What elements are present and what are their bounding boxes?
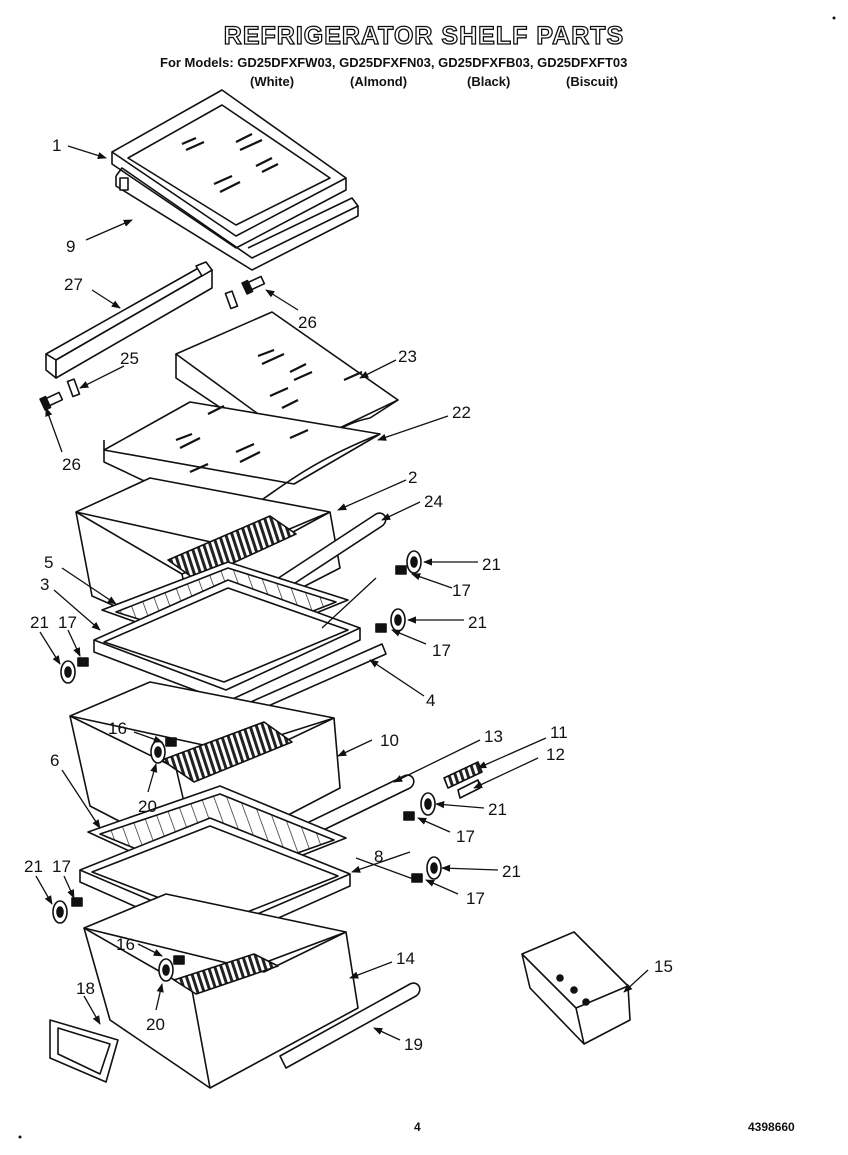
callout-21-b: 21: [468, 613, 487, 632]
callout-3: 3: [40, 575, 49, 594]
callout-19: 19: [404, 1035, 423, 1054]
callout-12: 12: [546, 745, 565, 764]
shelf-rail: [45, 261, 213, 379]
callout-20-b: 20: [146, 1015, 165, 1034]
scan-dot: [18, 1135, 22, 1139]
callout-6: 6: [50, 751, 59, 770]
callout-23: 23: [398, 347, 417, 366]
callout-labels: 1 9 27 26 25 23 26 22 2 24 5 21 17 3 21 …: [24, 136, 673, 1054]
callout-18: 18: [76, 979, 95, 998]
callout-5: 5: [44, 553, 53, 572]
callout-15: 15: [654, 957, 673, 976]
page-title: REFRIGERATOR SHELF PARTS: [223, 21, 625, 50]
leader-lines: [35, 145, 649, 1041]
callout-17-d: 17: [466, 889, 485, 908]
callout-2: 2: [408, 468, 417, 487]
callout-17-left-b: 17: [52, 857, 71, 876]
callout-21-c: 21: [488, 800, 507, 819]
callout-16-b: 16: [116, 935, 135, 954]
callout-9: 9: [66, 237, 75, 256]
callout-1: 1: [52, 136, 61, 155]
page-number: 4: [414, 1120, 421, 1134]
callout-22: 22: [452, 403, 471, 422]
callout-17-b: 17: [432, 641, 451, 660]
bottom-crisper-drawer: [83, 893, 359, 1089]
callout-17-left-a: 17: [58, 613, 77, 632]
callout-21-left-b: 21: [24, 857, 43, 876]
top-glass-shelf: [111, 89, 347, 249]
middle-crisper-drawer: [69, 681, 341, 863]
crisper-label-18: [49, 1019, 119, 1083]
callout-20-a: 20: [138, 797, 157, 816]
callout-26-lower: 26: [62, 455, 81, 474]
callout-26-upper: 26: [298, 313, 317, 332]
color-white-label: (White): [250, 74, 295, 89]
callout-13: 13: [484, 727, 503, 746]
callout-10: 10: [380, 731, 399, 750]
callout-24: 24: [424, 492, 443, 511]
callout-4: 4: [426, 691, 435, 710]
callout-14: 14: [396, 949, 415, 968]
dairy-bin-15: [521, 931, 631, 1045]
callout-21-left-a: 21: [30, 613, 49, 632]
document-number: 4398660: [748, 1120, 795, 1134]
callout-21-d: 21: [502, 862, 521, 881]
callout-17-a: 17: [452, 581, 471, 600]
callout-16-a: 16: [108, 719, 127, 738]
callout-8: 8: [374, 847, 383, 866]
slide-parts: [443, 761, 483, 799]
color-black-label: (Black): [467, 74, 511, 89]
drawer-handle-19: [279, 982, 421, 1069]
scan-dot: [832, 16, 836, 20]
callout-21-a: 21: [482, 555, 501, 574]
callout-11: 11: [550, 723, 568, 742]
callout-25: 25: [120, 349, 139, 368]
roller-assemblies: [52, 550, 442, 982]
callout-17-c: 17: [456, 827, 475, 846]
top-shelf-frame: [115, 167, 359, 271]
color-almond-label: (Almond): [350, 74, 408, 89]
callout-27: 27: [64, 275, 83, 294]
model-numbers: For Models: GD25DFXFW03, GD25DFXFN03, GD…: [160, 55, 628, 70]
color-biscuit-label: (Biscuit): [566, 74, 618, 89]
